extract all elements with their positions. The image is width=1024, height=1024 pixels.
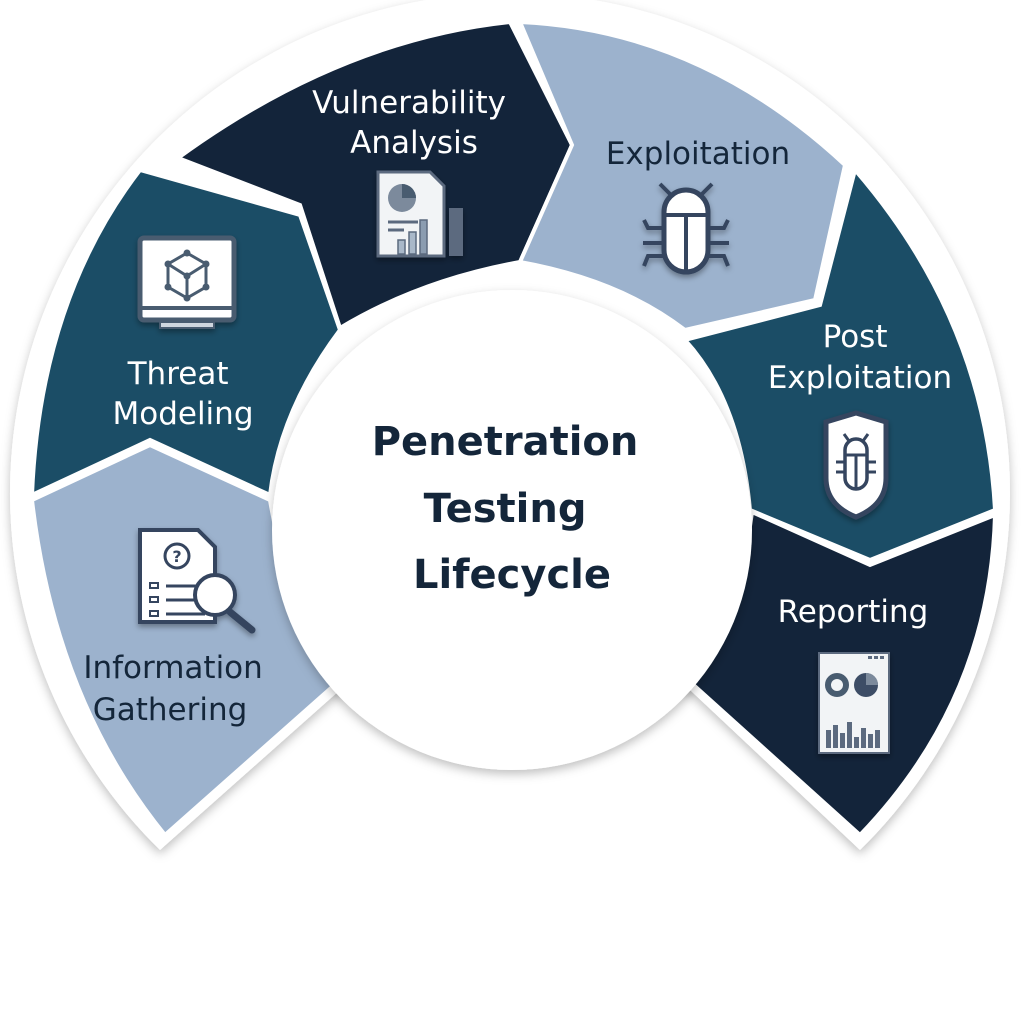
svg-text:?: ? (172, 547, 181, 566)
label-post-exploitation: Post Exploitation (768, 319, 952, 396)
label-threat-modeling: Threat Modeling (112, 356, 253, 432)
report-chart-icon (376, 170, 463, 258)
dashboard-report-icon (818, 652, 890, 754)
segment-vulnerability-analysis[interactable] (173, 19, 575, 332)
document-search-icon: ? (138, 528, 256, 634)
center-circle (272, 290, 752, 770)
segment-threat-modeling[interactable] (29, 167, 343, 499)
shield-bug-icon (823, 410, 889, 520)
segment-exploitation[interactable] (516, 19, 848, 333)
label-vulnerability-analysis: Vulnerability Analysis (312, 85, 516, 161)
monitor-cube-icon (137, 235, 237, 329)
segment-post-exploitation[interactable] (681, 165, 998, 563)
center-title: Penetration Testing Lifecycle (372, 419, 653, 598)
bug-icon (642, 182, 730, 275)
label-reporting: Reporting (778, 594, 929, 630)
label-information-gathering: Information Gathering (83, 650, 272, 728)
label-exploitation: Exploitation (606, 136, 790, 172)
